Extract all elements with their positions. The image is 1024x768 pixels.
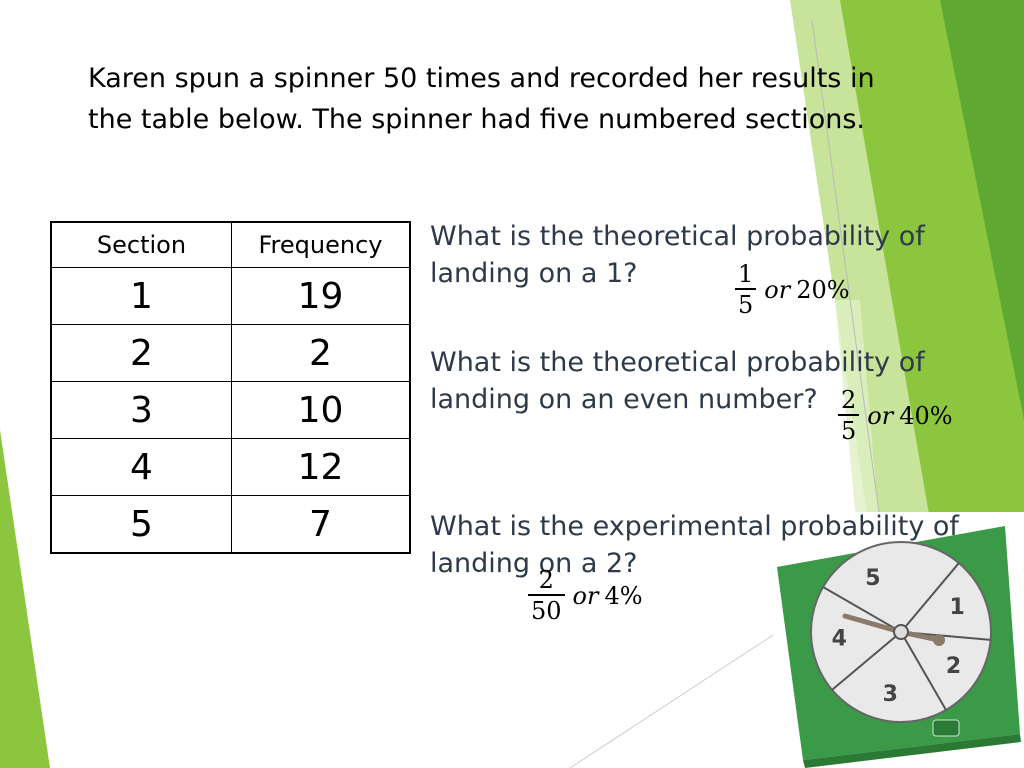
spinner-section-label: 1: [950, 595, 965, 620]
table-row: 3 10: [50, 381, 411, 439]
thin-line-right: [811, 19, 881, 521]
question-3-text: What is the experimental probability of …: [430, 511, 959, 579]
spinner-divider: [831, 631, 902, 691]
problem-intro-text: Karen spun a spinner 50 times and record…: [88, 63, 875, 135]
spinner-section-label: 3: [883, 682, 898, 707]
answer-3-numerator: 2: [538, 566, 554, 594]
spinner-divider: [900, 562, 960, 633]
spinner-divider: [900, 631, 947, 711]
table-row: 4 12: [50, 438, 411, 496]
cell-frequency: 7: [231, 495, 411, 554]
table-row: 1 19: [50, 267, 411, 325]
spinner-needle-tip: [933, 634, 945, 646]
green-band-right-dark: [940, 0, 1024, 420]
or-word: or: [764, 275, 791, 304]
spinner-needle-back: [842, 613, 904, 635]
question-2-text: What is the theoretical probability of l…: [430, 347, 925, 415]
answer-1-percent: 20%: [796, 275, 850, 304]
spinner-section-label: 2: [946, 654, 961, 679]
cell-frequency: 12: [231, 438, 411, 496]
answer-2-percent: 40%: [899, 401, 953, 430]
fraction-bar: [528, 594, 565, 596]
answer-2-numerator: 2: [841, 386, 857, 414]
answer-2-fraction: 2 5: [838, 386, 860, 446]
spinner-image: 1 2 3 4 5: [773, 512, 1024, 768]
table-header-row: Section Frequency: [50, 221, 411, 268]
green-band-left: [0, 430, 50, 768]
fraction-bar: [838, 414, 860, 416]
answer-3-percent: 4%: [604, 581, 643, 610]
spinner-section-label: 5: [865, 566, 880, 591]
spinner-hub: [893, 624, 909, 640]
cell-frequency: 19: [231, 267, 411, 325]
spinner-svg: 1 2 3 4 5: [777, 526, 1021, 768]
table-row: 5 7: [50, 495, 411, 554]
frequency-table: Section Frequency 1 19 2 2 3 10 4 12 5 7: [50, 221, 411, 554]
spinner-brand-logo: [932, 719, 960, 737]
cell-frequency: 2: [231, 324, 411, 382]
cell-section: 2: [50, 324, 232, 382]
question-1-text: What is the theoretical probability of l…: [430, 221, 925, 289]
answer-1-denominator: 5: [738, 290, 754, 319]
table-row: 2 2: [50, 324, 411, 382]
spinner-divider: [822, 586, 902, 633]
answer-1-numerator: 1: [738, 260, 754, 288]
cell-section: 4: [50, 438, 232, 496]
answer-2-denominator: 5: [841, 416, 857, 445]
spinner-section-label: 4: [832, 626, 847, 651]
cell-section: 5: [50, 495, 232, 554]
header-frequency: Frequency: [231, 221, 411, 268]
fraction-bar: [735, 288, 757, 290]
or-word: or: [572, 581, 599, 610]
header-section: Section: [50, 221, 232, 268]
answer-3-fraction: 2 50: [528, 566, 565, 626]
cell-frequency: 10: [231, 381, 411, 439]
spinner-board-edge: [803, 734, 1021, 768]
cell-section: 1: [50, 267, 232, 325]
cell-section: 3: [50, 381, 232, 439]
answer-1-fraction: 1 5: [735, 260, 757, 320]
or-word: or: [867, 401, 894, 430]
thin-line-bottom: [569, 634, 774, 768]
spinner-section-labels: 1 2 3 4 5: [832, 566, 965, 707]
answer-3-denominator: 50: [531, 596, 562, 625]
